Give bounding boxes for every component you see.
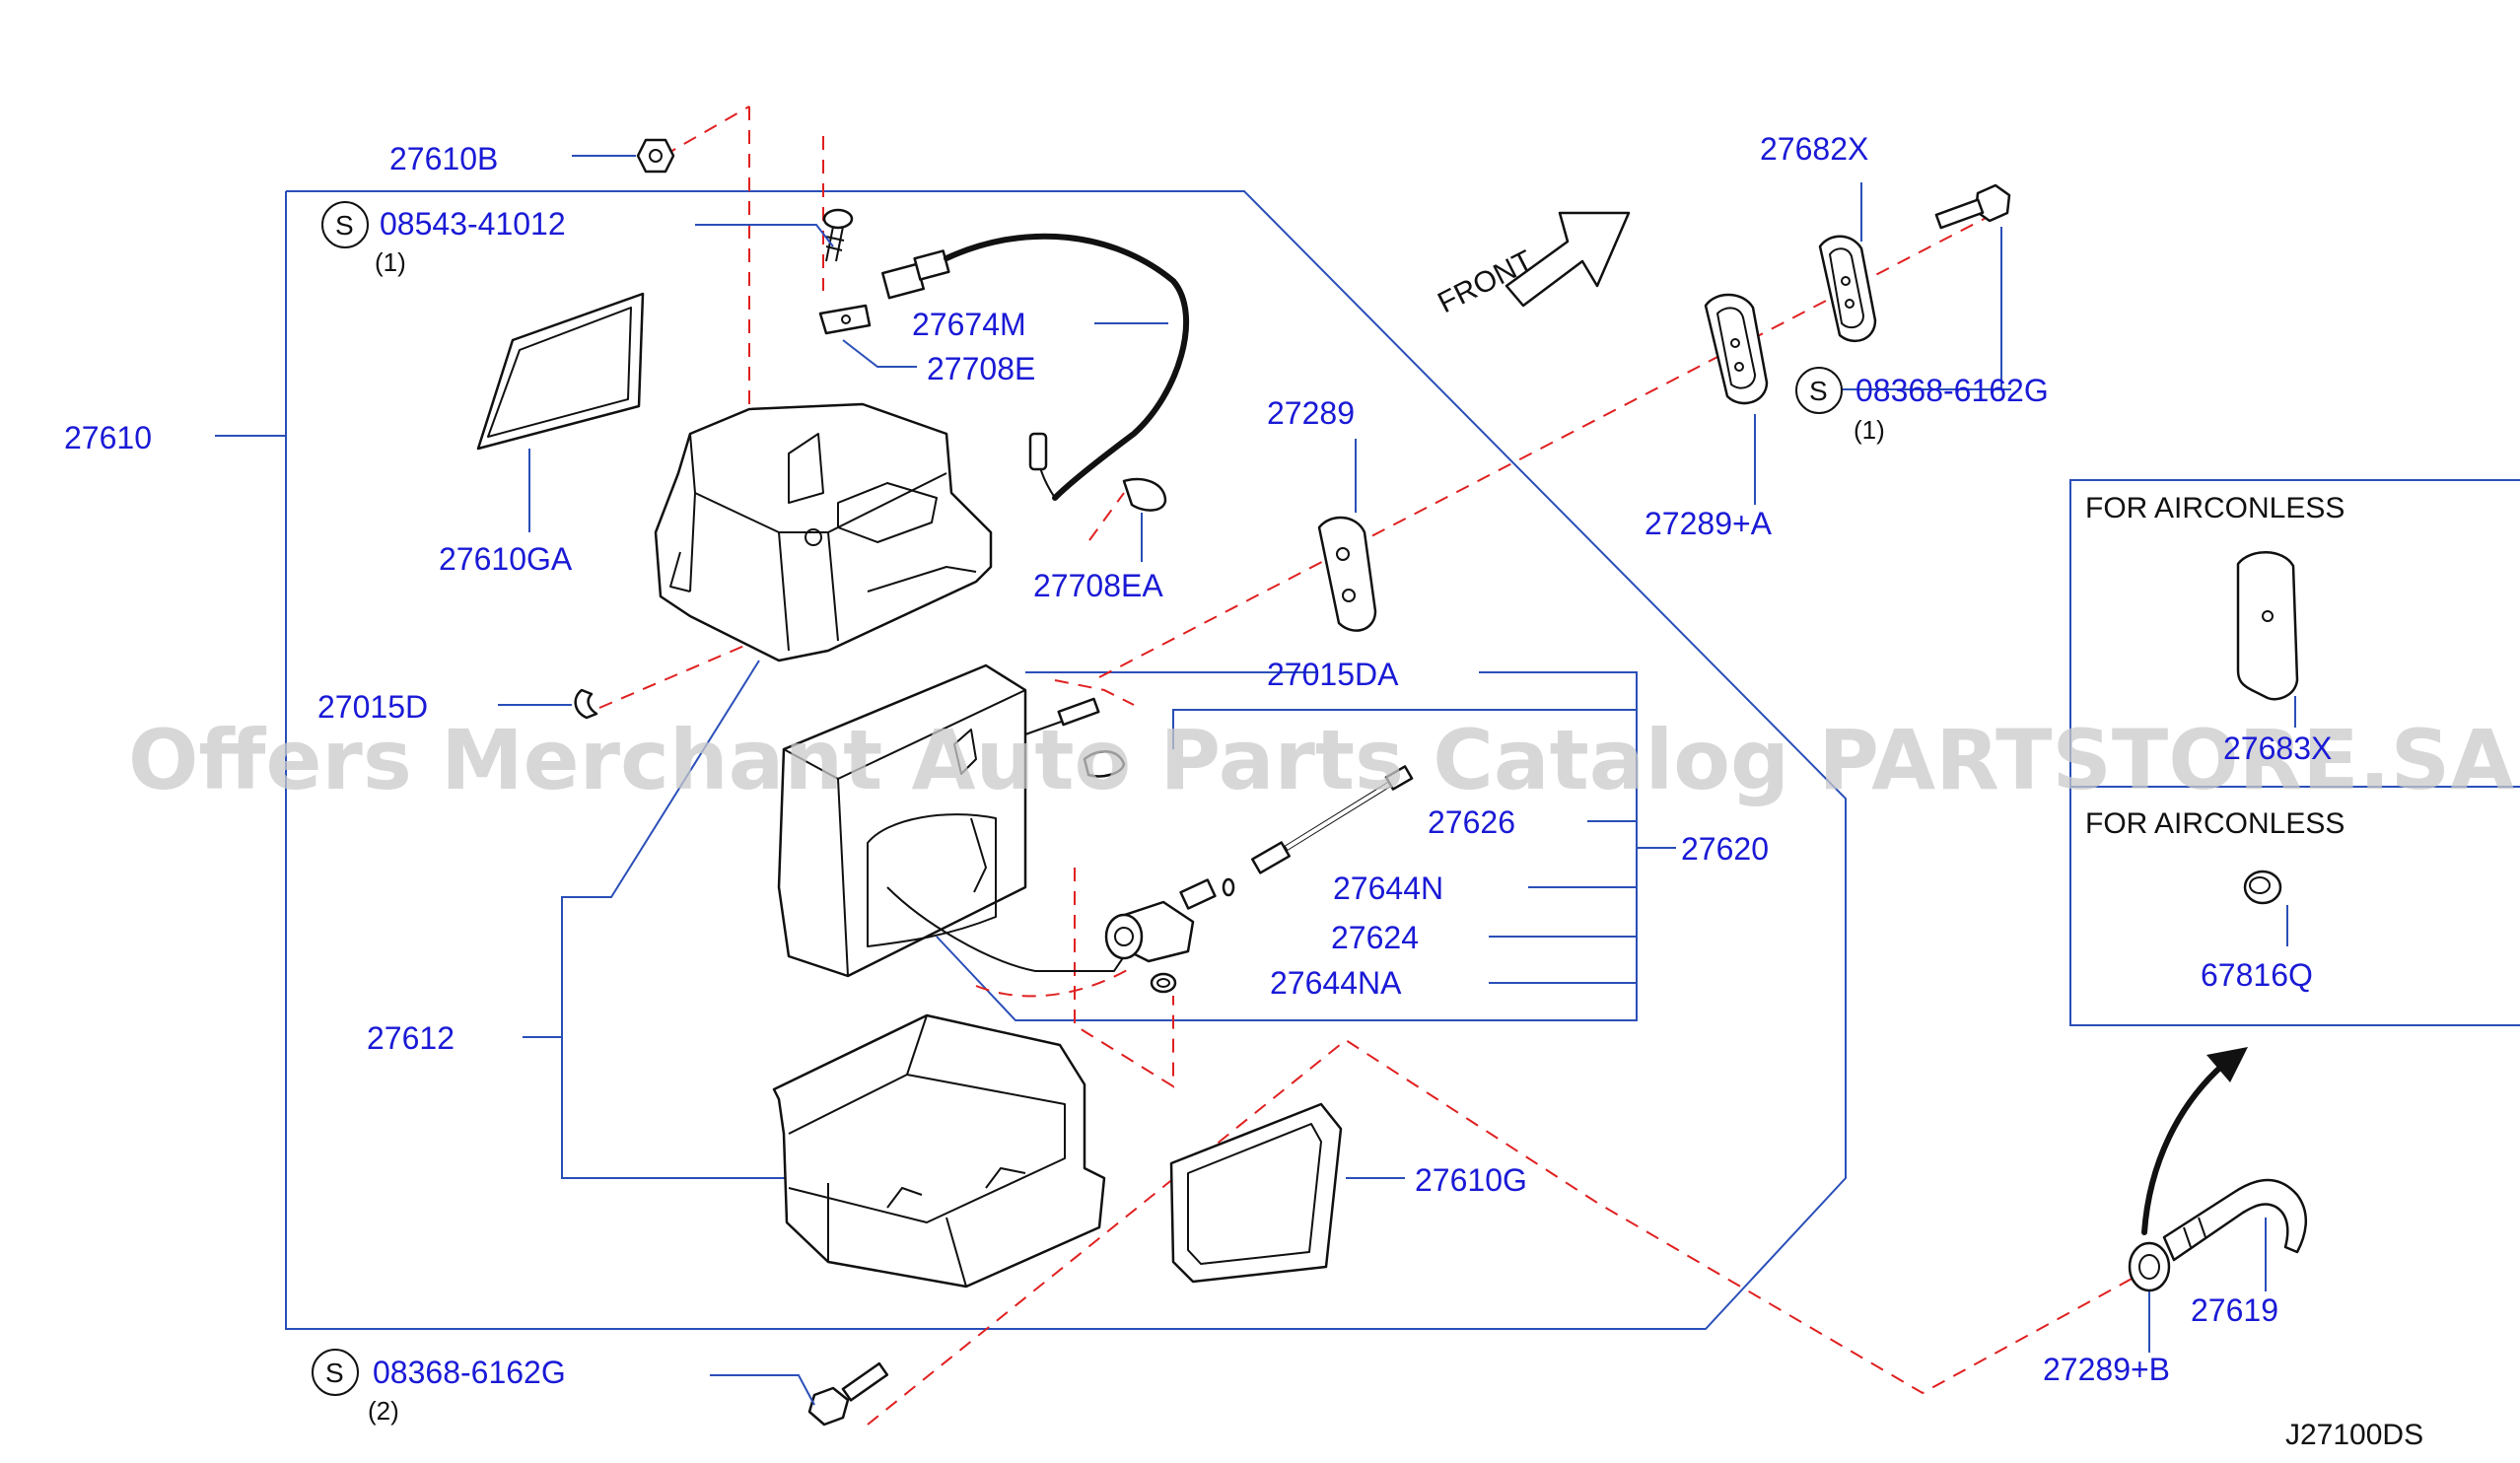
label-27015DA[interactable]: 27015DA [1267,657,1399,692]
grommet-27289A-drawing [1704,293,1769,405]
label-27289A[interactable]: 27289+A [1645,506,1773,541]
plug-67816Q-drawing [2243,870,2282,905]
service-symbol-text: S [1809,376,1828,406]
bolt-08368-6162G-right-drawing [1934,183,2011,230]
label-27289B[interactable]: 27289+B [2043,1352,2170,1387]
service-symbol-08368-right: S [1795,367,1843,414]
label-27610B[interactable]: 27610B [389,141,498,176]
evaporator-drawing [777,663,1145,978]
label-27620[interactable]: 27620 [1681,831,1769,867]
service-symbol-08543: S [321,201,369,248]
lower-case-27612-drawing [772,1013,1106,1289]
label-08368-6162G-right[interactable]: 08368-6162G [1855,373,2049,408]
qty-08368-6162G-right: (1) [1854,415,1885,445]
service-symbol-08368-bottom: S [312,1349,359,1396]
airconless-heading-2: FOR AIRCONLESS [2085,807,2345,840]
harness-27674M-drawing [880,233,1190,501]
screw-08543-41012-drawing [822,208,854,262]
bracket-27708E-drawing [818,304,872,335]
curved-arrow-icon [2141,1047,2248,1235]
valve-27624-drawing [1104,878,1217,963]
case-lower-bracket [523,660,789,1179]
service-symbol-text: S [335,210,354,241]
clip-27015D-drawing [574,688,598,720]
label-27644N[interactable]: 27644N [1333,871,1443,906]
label-27626[interactable]: 27626 [1428,804,1515,840]
drain-hose-27619-drawing [2162,1178,2308,1262]
airconless-boxes [2069,479,2520,1026]
airconless-heading-1: FOR AIRCONLESS [2085,492,2345,524]
cover-27683X-drawing [2236,551,2299,701]
grommet-27289-drawing [1317,516,1377,632]
label-27708EA[interactable]: 27708EA [1033,568,1163,603]
evaporator-kit-bracket [936,671,1676,1021]
label-27289[interactable]: 27289 [1267,395,1355,431]
label-27682X[interactable]: 27682X [1760,131,1868,167]
service-symbol-text: S [325,1358,344,1388]
label-27619[interactable]: 27619 [2191,1292,2278,1328]
label-27708E[interactable]: 27708E [927,351,1035,386]
seal-27610GA-drawing [476,292,645,451]
label-27612[interactable]: 27612 [367,1020,455,1056]
clip-27708EA-drawing [1122,477,1167,512]
fitting-27015DA-drawing [1083,750,1126,778]
oring-27644NA-drawing [1150,972,1177,994]
tube-27626-drawing [1251,765,1414,874]
label-27644NA[interactable]: 27644NA [1270,965,1402,1001]
bolt-08368-6162G-bottom-drawing [807,1361,889,1427]
upper-case-drawing [654,402,993,662]
label-27683X[interactable]: 27683X [2223,731,2332,766]
nut-27610B-drawing [636,138,675,174]
qty-08368-6162G-bottom: (2) [368,1396,399,1426]
label-27624[interactable]: 27624 [1331,920,1419,955]
grommet-27289B-drawing [2128,1241,2171,1292]
leader-lines [498,155,2296,1406]
assembly-boundary [215,190,1847,1330]
label-27610G[interactable]: 27610G [1415,1162,1527,1198]
watermark: Offers Merchant Auto Parts Catalog PARTS… [128,712,2514,808]
label-67816Q[interactable]: 67816Q [2201,957,2313,993]
label-27015D[interactable]: 27015D [317,689,428,725]
label-08543-41012[interactable]: 08543-41012 [380,206,566,242]
seal-27610G-drawing [1169,1102,1343,1284]
oring-27644N-drawing [1222,877,1235,897]
label-08368-6162G-bottom[interactable]: 08368-6162G [373,1355,566,1390]
label-27610GA[interactable]: 27610GA [439,541,573,577]
diagram-code: J27100DS [2285,1419,2423,1451]
grommet-27682X-drawing [1818,235,1877,343]
label-27610[interactable]: 27610 [64,420,152,455]
front-arrow-icon [1505,211,1631,308]
label-27674M[interactable]: 27674M [912,307,1026,342]
qty-08543-41012: (1) [375,247,406,277]
